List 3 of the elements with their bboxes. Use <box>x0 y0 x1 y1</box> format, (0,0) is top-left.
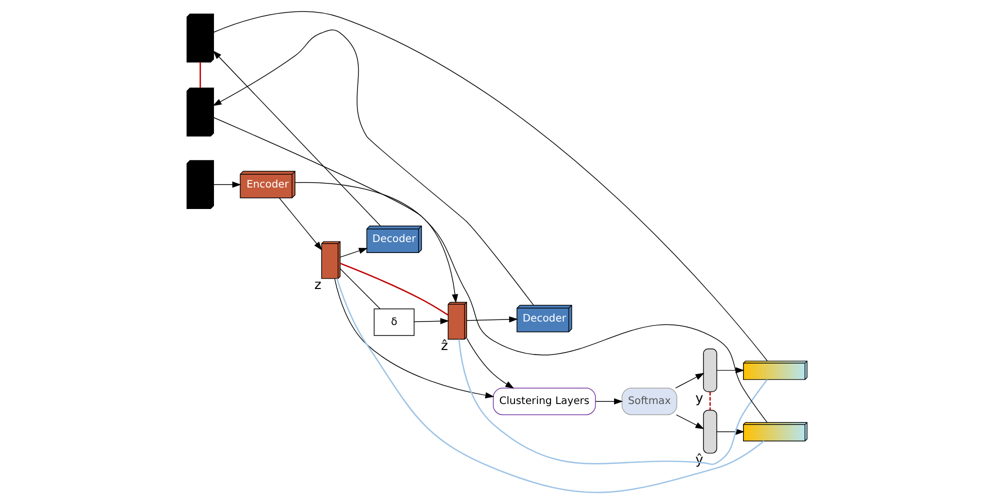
node-label: z <box>314 278 322 294</box>
node-label: ẑ <box>440 338 448 354</box>
node-label: y <box>695 391 704 406</box>
